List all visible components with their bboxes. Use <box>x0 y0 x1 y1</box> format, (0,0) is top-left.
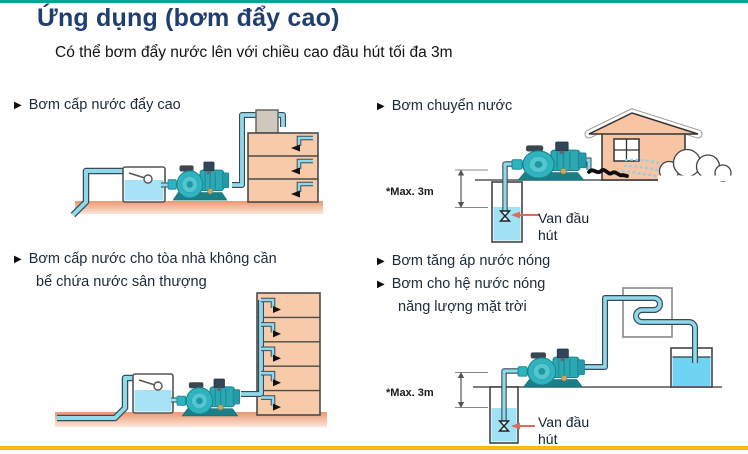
foot-valve-label: Van đầu hút <box>538 414 590 447</box>
float-arm <box>128 172 146 179</box>
label-transfer: ▶ Bơm chuyển nước <box>377 98 512 114</box>
water-tank <box>132 373 174 414</box>
label-building-line2: bể chứa nước sân thượng <box>36 274 207 290</box>
building <box>247 132 319 203</box>
label-supply-high: ▶ Bơm cấp nước đẩy cao <box>14 97 181 113</box>
foot-valve-icon <box>497 420 511 432</box>
label-text: Bơm cho hệ nước nóng <box>391 276 546 292</box>
faucet-group <box>261 297 281 411</box>
valve-pointer-arrow <box>511 211 539 219</box>
roof <box>588 112 699 135</box>
triangle-bullet-icon: ▶ <box>377 278 385 290</box>
triangle-bullet-icon: ▶ <box>377 255 385 267</box>
top-accent-bar <box>0 0 748 3</box>
label-hot-water-3: năng lượng mặt trời <box>398 299 527 315</box>
max-depth-arrow <box>455 169 488 209</box>
triangle-bullet-icon: ▶ <box>14 253 22 265</box>
triangle-bullet-icon: ▶ <box>14 99 22 111</box>
bush <box>658 148 736 182</box>
triangle-bullet-icon: ▶ <box>377 100 385 112</box>
storage-tank <box>670 347 713 388</box>
building <box>256 292 321 416</box>
max-height-label: *Max. 3m <box>386 186 434 198</box>
pump <box>167 161 230 201</box>
suction-pipe <box>501 368 519 421</box>
diagram-building-supply <box>55 292 327 427</box>
label-text: Bơm cấp nước cho tòa nhà không cần <box>28 251 277 267</box>
label-building-line1: ▶ Bơm cấp nước cho tòa nhà không cần <box>14 251 277 267</box>
roof-tank <box>255 109 279 134</box>
coil-pipe <box>581 295 698 370</box>
valve-pointer-arrow <box>511 422 535 430</box>
window <box>613 138 640 162</box>
pump <box>511 141 587 181</box>
max-depth-arrow <box>455 371 488 409</box>
float-arm <box>138 379 156 386</box>
label-hot-water-2: ▶ Bơm cho hệ nước nóng <box>377 276 545 292</box>
diagram-solar-hot-water <box>455 287 722 444</box>
pump <box>517 348 586 388</box>
label-text: Bơm cấp nước đẩy cao <box>28 97 181 113</box>
label-text: Bơm tăng áp nước nóng <box>391 253 551 269</box>
float-ball <box>143 174 153 184</box>
slide-subtitle: Có thể bơm đẩy nước lên với chiều cao đầ… <box>55 44 453 61</box>
label-hot-water-1: ▶ Bơm tăng áp nước nóng <box>377 253 550 269</box>
water-tank <box>122 166 166 203</box>
foot-valve-label: Van đầu hút <box>538 210 590 243</box>
page-title: Ứng dụng (bơm đẩy cao) <box>37 4 340 32</box>
bottom-accent-bar <box>0 446 748 450</box>
label-text: Bơm chuyển nước <box>391 98 513 114</box>
diagram-supply-high <box>70 109 323 218</box>
riser-pipe <box>241 300 264 397</box>
foot-valve-icon <box>498 210 512 222</box>
max-height-label: *Max. 3m <box>386 387 434 399</box>
pump <box>176 378 241 417</box>
ground <box>75 201 323 214</box>
riser-pipe <box>232 112 286 188</box>
diagram-transfer <box>455 108 736 243</box>
faucet-group <box>291 135 313 198</box>
float-ball <box>153 381 163 391</box>
